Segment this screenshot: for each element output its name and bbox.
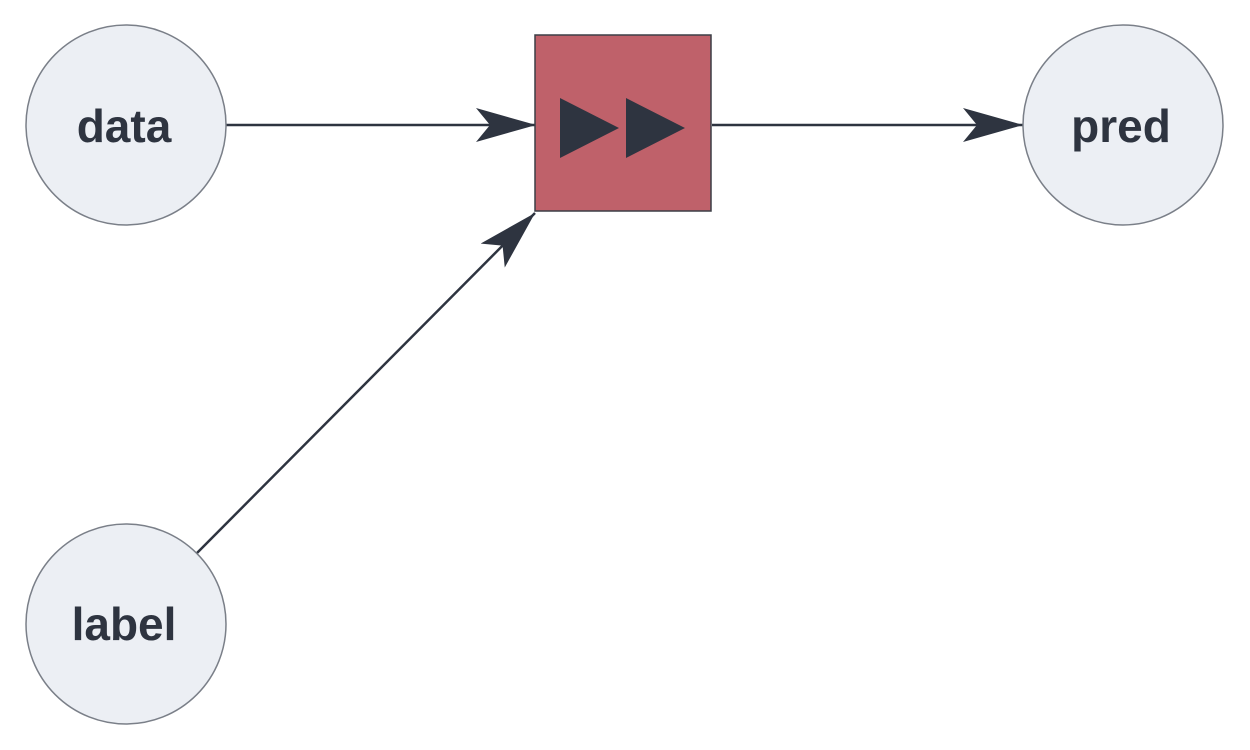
node-label[interactable]: label	[25, 523, 227, 725]
edge-label-to-op	[196, 212, 536, 554]
fast-forward-icon	[560, 98, 685, 158]
node-pred[interactable]: pred	[1022, 24, 1224, 226]
node-op[interactable]	[534, 34, 712, 212]
node-data-circle	[25, 24, 227, 226]
node-data[interactable]: data	[25, 24, 227, 226]
node-data-label: data	[77, 100, 172, 152]
node-pred-circle	[1022, 24, 1224, 226]
node-pred-label: pred	[1071, 100, 1171, 152]
node-label-circle	[25, 523, 227, 725]
edges	[196, 108, 1023, 554]
node-label-label: label	[72, 598, 177, 650]
